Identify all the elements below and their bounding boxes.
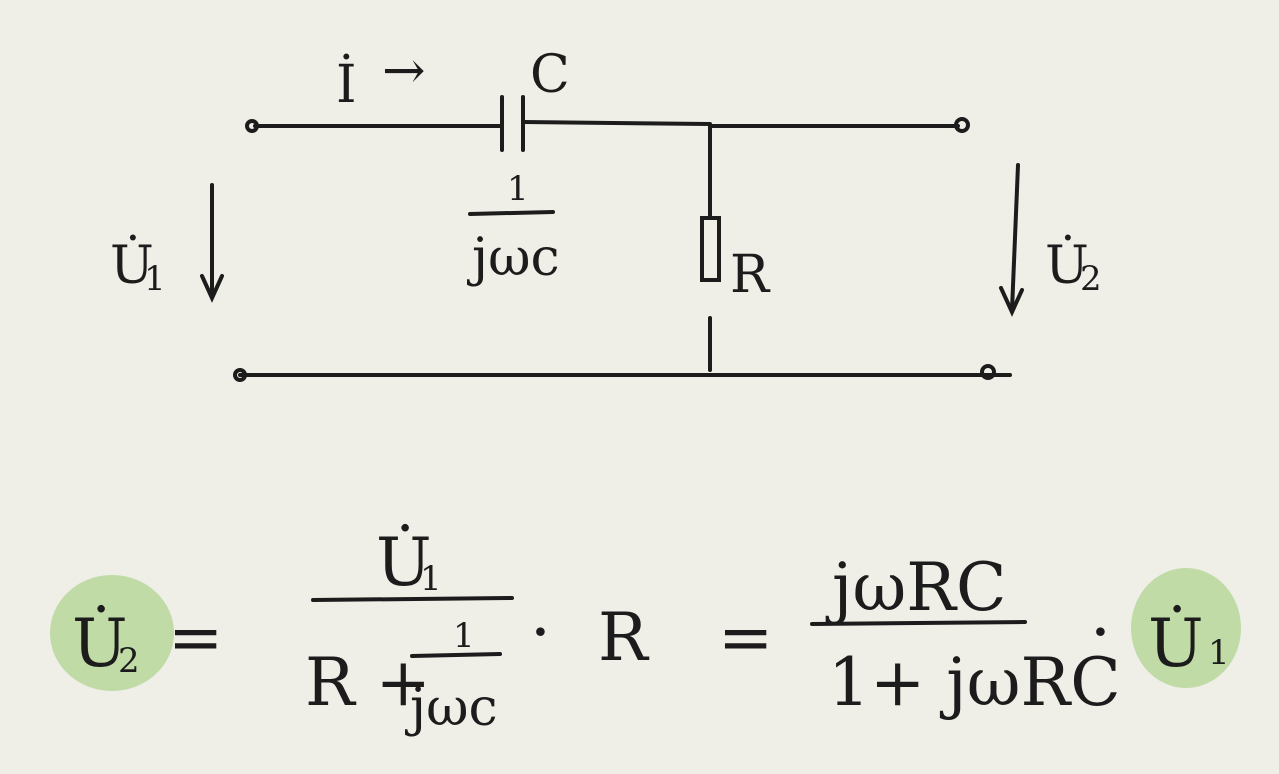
top-wire-mid: [521, 120, 712, 126]
terminal-out-bottom: [980, 364, 996, 380]
equals-sign-2: =: [718, 599, 773, 676]
rhs-symbol: U̇: [1148, 605, 1204, 682]
current-label: İ: [336, 54, 357, 115]
circuit: [200, 95, 1024, 382]
frac1-small-bar: [410, 652, 502, 658]
frac1-numerator-subscript: 1: [420, 559, 442, 599]
current-arrow: →: [382, 41, 426, 101]
highlight-rhs: [1131, 568, 1241, 688]
frac1-denominator-small-denominator: jωc: [405, 678, 498, 738]
equals-sign-1: =: [168, 599, 223, 676]
rhs-subscript: 1: [1208, 633, 1230, 673]
frac1-denominator-left: R +: [305, 644, 431, 721]
resistor-body: [700, 216, 721, 282]
terminal-out-top: [954, 117, 970, 133]
lhs-symbol: U̇: [72, 605, 128, 682]
u1-arrow-head: [200, 274, 224, 303]
equation-lhs: U̇ 2: [72, 605, 140, 682]
frac1-bar: [311, 596, 514, 602]
cap-impedance-numerator: 1: [507, 169, 529, 209]
highlight-lhs: [50, 575, 174, 691]
capacitor-label: C: [530, 45, 570, 105]
terminal-in-top: [245, 119, 259, 133]
fraction-1: U̇ 1 R + 1 jωc: [305, 524, 514, 738]
multiply-dot-1: ·: [530, 594, 551, 671]
output-voltage-subscript: 2: [1080, 259, 1102, 299]
input-voltage-label: U̇ 1: [110, 235, 166, 299]
multiply-dot-2: ·: [1090, 594, 1111, 671]
fraction-2: jωRC 1+ jωRC: [810, 549, 1121, 721]
equation-rhs: U̇ 1: [1148, 605, 1230, 682]
frac1-numerator-symbol: U̇: [376, 524, 432, 601]
cap-impedance-denominator: jωc: [467, 228, 560, 288]
output-voltage-label: U̇ 2: [1045, 235, 1102, 299]
resistor-label: R: [730, 245, 771, 305]
frac2-bar: [810, 620, 1027, 626]
lhs-subscript: 2: [118, 641, 140, 681]
cap-impedance-bar: [468, 210, 555, 216]
input-voltage-symbol: U̇: [110, 235, 154, 296]
u2-arrow-shaft: [1010, 163, 1020, 312]
frac1-denominator-small-numerator: 1: [453, 616, 475, 656]
frac2-denominator: 1+ jωRC: [828, 644, 1121, 721]
u2-arrow-head: [999, 286, 1024, 317]
input-voltage-subscript: 1: [144, 259, 166, 299]
times-r: R: [598, 599, 650, 676]
frac2-numerator: jωRC: [825, 549, 1006, 626]
terminal-in-bottom: [233, 368, 247, 382]
output-voltage-symbol: U̇: [1045, 235, 1089, 296]
